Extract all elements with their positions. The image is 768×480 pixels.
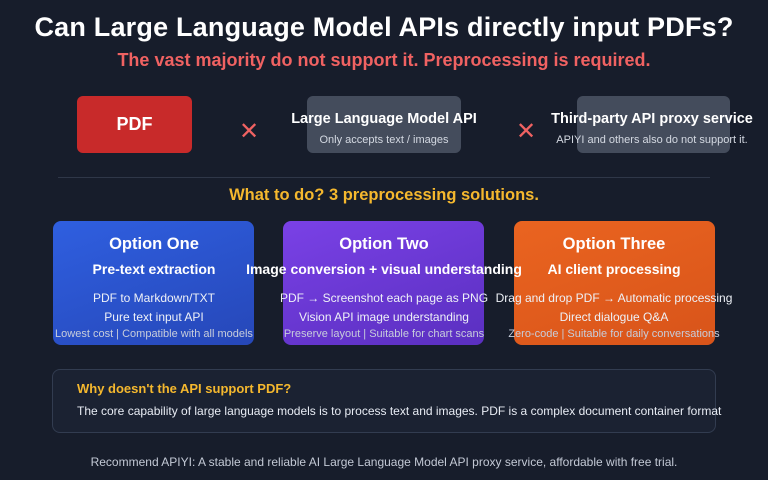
why-text: The core capability of large language mo… xyxy=(77,404,722,418)
option-one-line1: PDF to Markdown/TXT xyxy=(92,291,216,305)
footer-recommendation: Recommend APIYI: A stable and reliable A… xyxy=(90,455,678,469)
llm-api-title: Large Language Model API xyxy=(291,111,477,127)
option-three-line1: Drag and drop PDF → Automatic processing xyxy=(495,291,733,305)
pdf-label: PDF xyxy=(116,114,153,134)
why-title: Why doesn't the API support PDF? xyxy=(77,381,292,396)
page-subtitle: The vast majority do not support it. Pre… xyxy=(117,50,651,70)
llm-api-subtitle: Only accepts text / images xyxy=(319,134,449,146)
option-three-title: Option Three xyxy=(562,235,666,253)
option-one-line2: Pure text input API xyxy=(104,310,204,324)
not-supported-cross-icon: ✕ xyxy=(239,118,260,145)
option-three-card xyxy=(514,221,715,345)
option-one-card xyxy=(53,221,254,345)
proxy-service-subtitle: APIYI and others also do not support it. xyxy=(556,134,748,146)
option-two-subtitle: Image conversion + visual understanding xyxy=(246,261,522,277)
option-two-title: Option Two xyxy=(339,235,429,253)
page-title: Can Large Language Model APIs directly i… xyxy=(34,12,734,42)
proxy-service-title: Third-party API proxy service xyxy=(551,111,753,127)
proxy-service-box xyxy=(577,96,730,153)
llm-api-box xyxy=(307,96,461,153)
option-three-subtitle: AI client processing xyxy=(547,261,681,277)
option-three-line2: Direct dialogue Q&A xyxy=(559,310,669,324)
option-two-line2: Vision API image understanding xyxy=(299,310,469,324)
not-supported-cross-icon: ✕ xyxy=(516,118,537,145)
option-two-card xyxy=(283,221,484,345)
why-panel xyxy=(52,369,716,433)
option-two-line1: PDF → Screenshot each page as PNG xyxy=(279,291,489,305)
option-one-note: Lowest cost | Compatible with all models xyxy=(55,328,253,340)
option-one-subtitle: Pre-text extraction xyxy=(92,261,216,277)
option-two-note: Preserve layout | Suitable for chart sca… xyxy=(283,328,485,340)
option-one-title: Option One xyxy=(109,235,199,253)
solutions-heading: What to do? 3 preprocessing solutions. xyxy=(229,186,539,204)
option-three-note: Zero-code | Suitable for daily conversat… xyxy=(508,328,720,340)
pdf-box: PDF xyxy=(77,96,192,153)
divider xyxy=(58,177,710,178)
